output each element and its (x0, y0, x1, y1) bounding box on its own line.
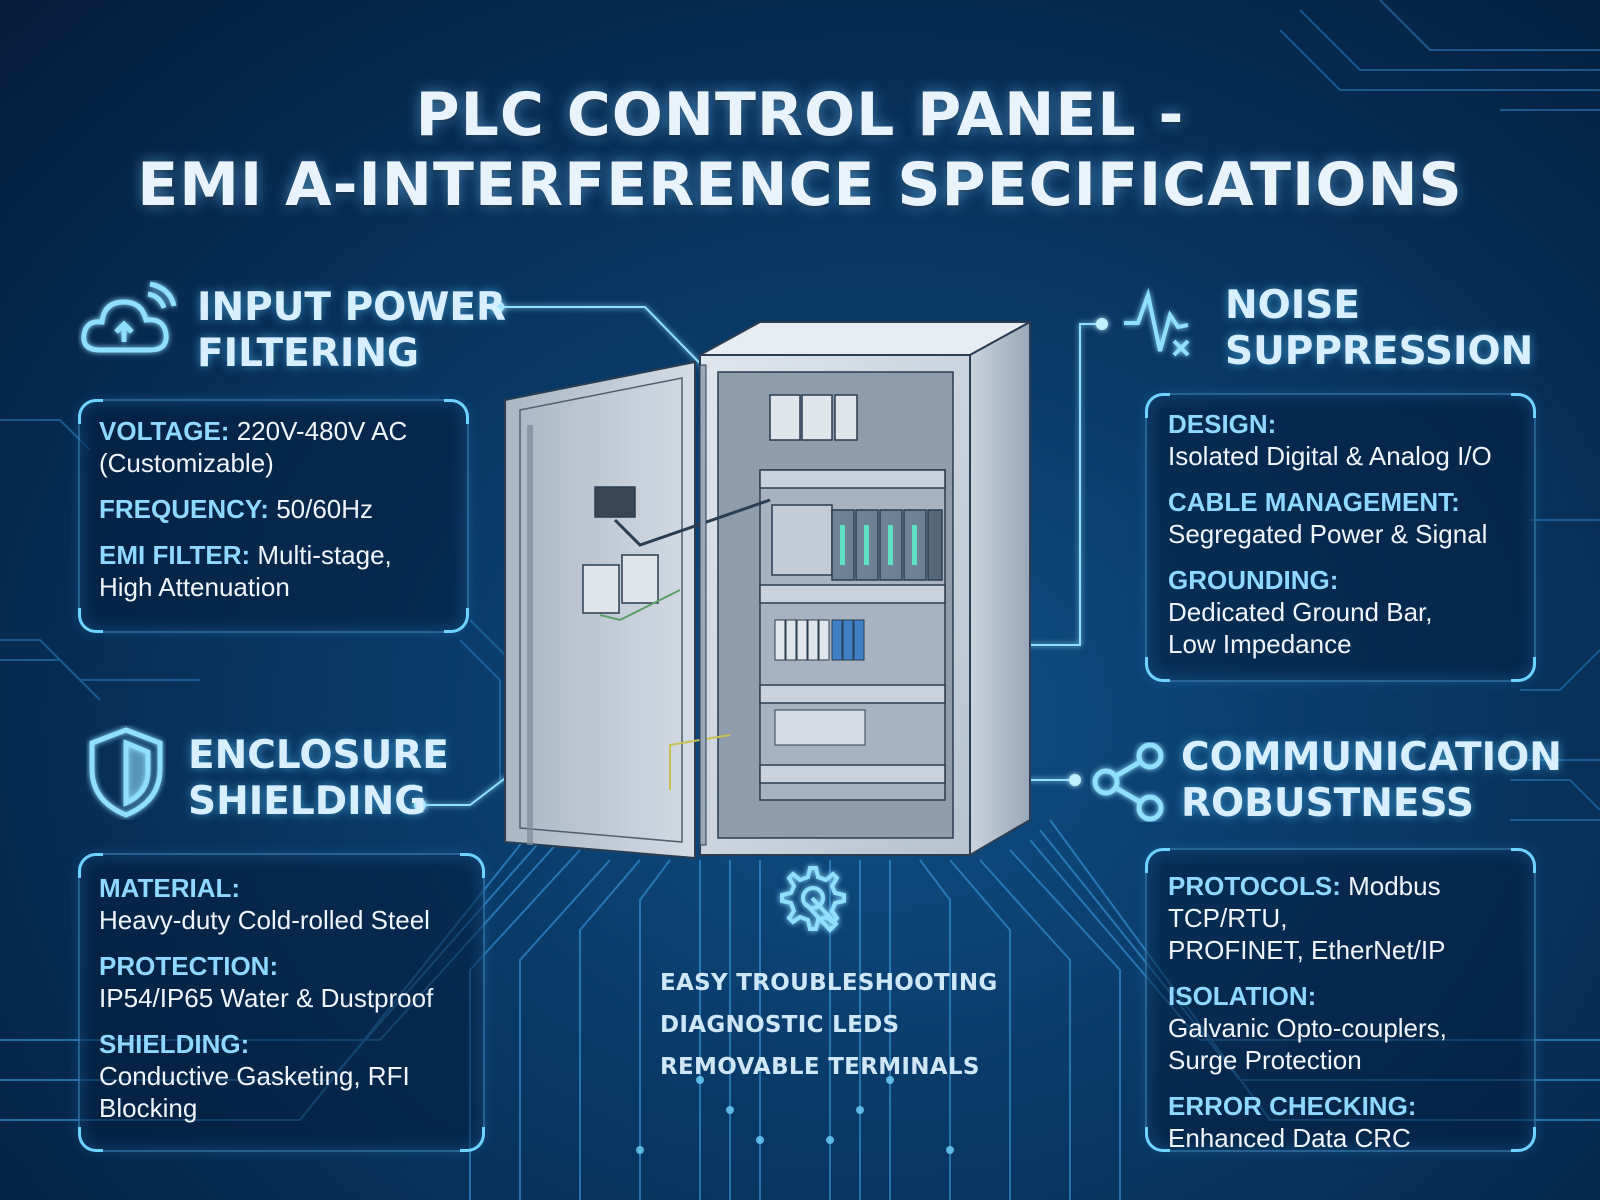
section-heading-input-power: INPUT POWER FILTERING (197, 285, 507, 376)
troubleshooting-item: DIAGNOSTIC LEDS (660, 1012, 900, 1038)
enclosure-spec-box (78, 853, 485, 1152)
troubleshooting-item: REMOVABLE TERMINALS (660, 1054, 980, 1080)
shield-icon (89, 727, 163, 818)
page-title-line1: PLC CONTROL PANEL - (415, 80, 1185, 150)
section-heading-enclosure: ENCLOSURE SHIELDING (188, 733, 449, 824)
section-heading-communication: COMMUNICATION ROBUSTNESS (1181, 735, 1562, 826)
input-power-spec-box (78, 399, 469, 633)
control-cabinet-illustration (504, 320, 1031, 860)
gear-wrench-icon (780, 866, 846, 933)
communication-spec-list: PROTOCOLS: Modbus TCP/RTU, PROFINET, Eth… (1168, 871, 1447, 1153)
noise-spec-list: DESIGN: Isolated Digital & Analog I/O CA… (1168, 409, 1492, 659)
communication-spec-box (1145, 848, 1536, 1152)
section-heading-noise: NOISE SUPPRESSION (1225, 283, 1534, 374)
noise-spec-box (1145, 393, 1536, 682)
troubleshooting-list: EASY TROUBLESHOOTING DIAGNOSTIC LEDS REM… (660, 962, 1020, 1088)
input-power-spec-list: VOLTAGE: 220V-480V AC (Customizable) FRE… (99, 416, 408, 602)
enclosure-spec-list: MATERIAL: Heavy-duty Cold-rolled Steel P… (99, 873, 434, 1123)
noise-wave-icon (1124, 287, 1190, 357)
share-network-icon (1092, 742, 1164, 822)
cloud-upload-icon (81, 281, 177, 353)
circuit-traces (0, 0, 1600, 821)
troubleshooting-item: EASY TROUBLESHOOTING (660, 970, 998, 996)
page-title-line2: EMI A-INTERFERENCE SPECIFICATIONS (137, 150, 1463, 220)
